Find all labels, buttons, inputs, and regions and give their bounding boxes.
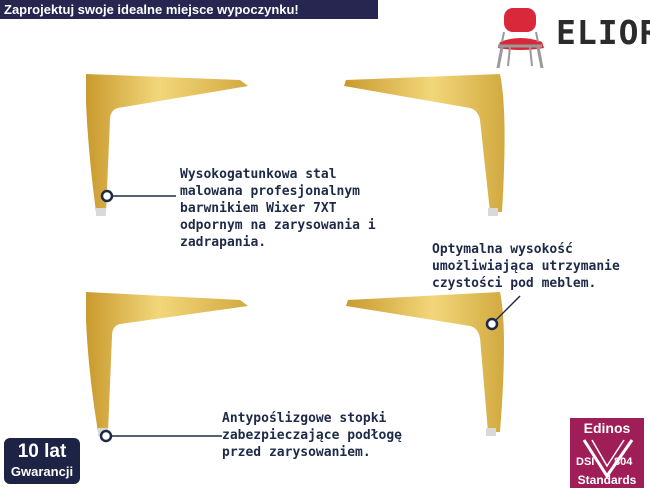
edinos-number: 804 [614,456,633,468]
promo-banner: Zaprojektuj swoje idealne miejsce wypocz… [0,0,378,19]
edinos-dsi: DSI [576,456,595,468]
warranty-years: 10 lat [17,441,67,462]
chair-logo-icon [496,8,544,69]
callout-feet: Antypoślizgowe stopki zabezpieczające po… [222,410,402,461]
warranty-label: Gwarancji [10,464,74,479]
edinos-badge: Edinos DSI 804 Standards [570,418,644,488]
callout-line: Wysokogatunkowa stal [180,167,337,182]
callout-steel: Wysokogatunkowa stal malowana profesjona… [180,166,376,251]
furniture-leg-image [346,292,504,436]
warranty-badge: 10 lat Gwarancji [4,438,80,484]
callout-line: barwnikiem Wixer 7XT [180,201,337,216]
callout-line: odpornym na zarysowania i [180,218,376,233]
callout-line: malowana profesjonalnym [180,184,361,199]
callout-height: Optymalna wysokość umożliwiająca utrzyma… [432,241,620,292]
callout-line: zabezpieczające podłogę [222,428,403,443]
brand-name: ELIOR [556,13,650,52]
callout-line: zadrapania. [180,235,267,250]
furniture-leg-image [344,74,505,216]
callout-line: czystości pod meblem. [432,276,597,291]
edinos-standards: Standards [577,473,637,487]
callout-line: umożliwiająca utrzymanie [432,259,620,274]
callout-line: Optymalna wysokość [432,242,573,257]
checkmark-icon [582,439,634,479]
callout-line: przed zarysowaniem. [222,445,371,460]
edinos-name: Edinos [583,420,631,436]
callout-line: Antypoślizgowe stopki [222,411,387,426]
